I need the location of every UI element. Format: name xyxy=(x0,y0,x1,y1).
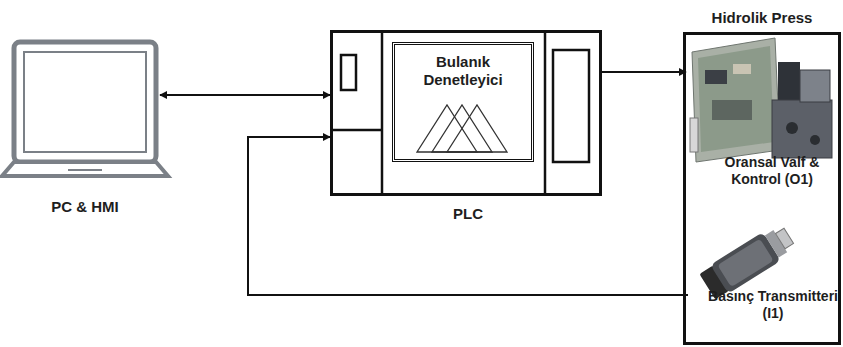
signal-connector xyxy=(160,94,330,96)
hydraulic-press-box: Hidrolik PressOransal Valf & Kontrol (O1… xyxy=(683,32,841,345)
node-label: Oransal Valf & Kontrol (O1) xyxy=(708,154,836,188)
laptop-icon xyxy=(2,42,168,176)
membership-triangles xyxy=(395,97,531,157)
signal-connector xyxy=(602,71,686,73)
node-label: PC & HMI xyxy=(10,198,160,216)
node-label: PLC xyxy=(403,205,533,223)
valve-node: Oransal Valf & Kontrol (O1) xyxy=(686,36,838,208)
node-label: Basınç Transmitteri (I1) xyxy=(708,288,838,322)
fuzzy-controller-box: Bulanık Denetleyici xyxy=(392,42,534,162)
transmitter-node: Basınç Transmitteri (I1) xyxy=(688,216,838,343)
node-label: Bulanık Denetleyici xyxy=(403,53,523,89)
node-label: Hidrolik Press xyxy=(686,9,838,27)
plc-housing: PLCBulanık Denetleyici xyxy=(330,30,602,196)
laptop-node: PC & HMI xyxy=(10,40,160,168)
proportional-valve-image xyxy=(690,38,832,162)
plc-housing-details xyxy=(332,32,589,193)
